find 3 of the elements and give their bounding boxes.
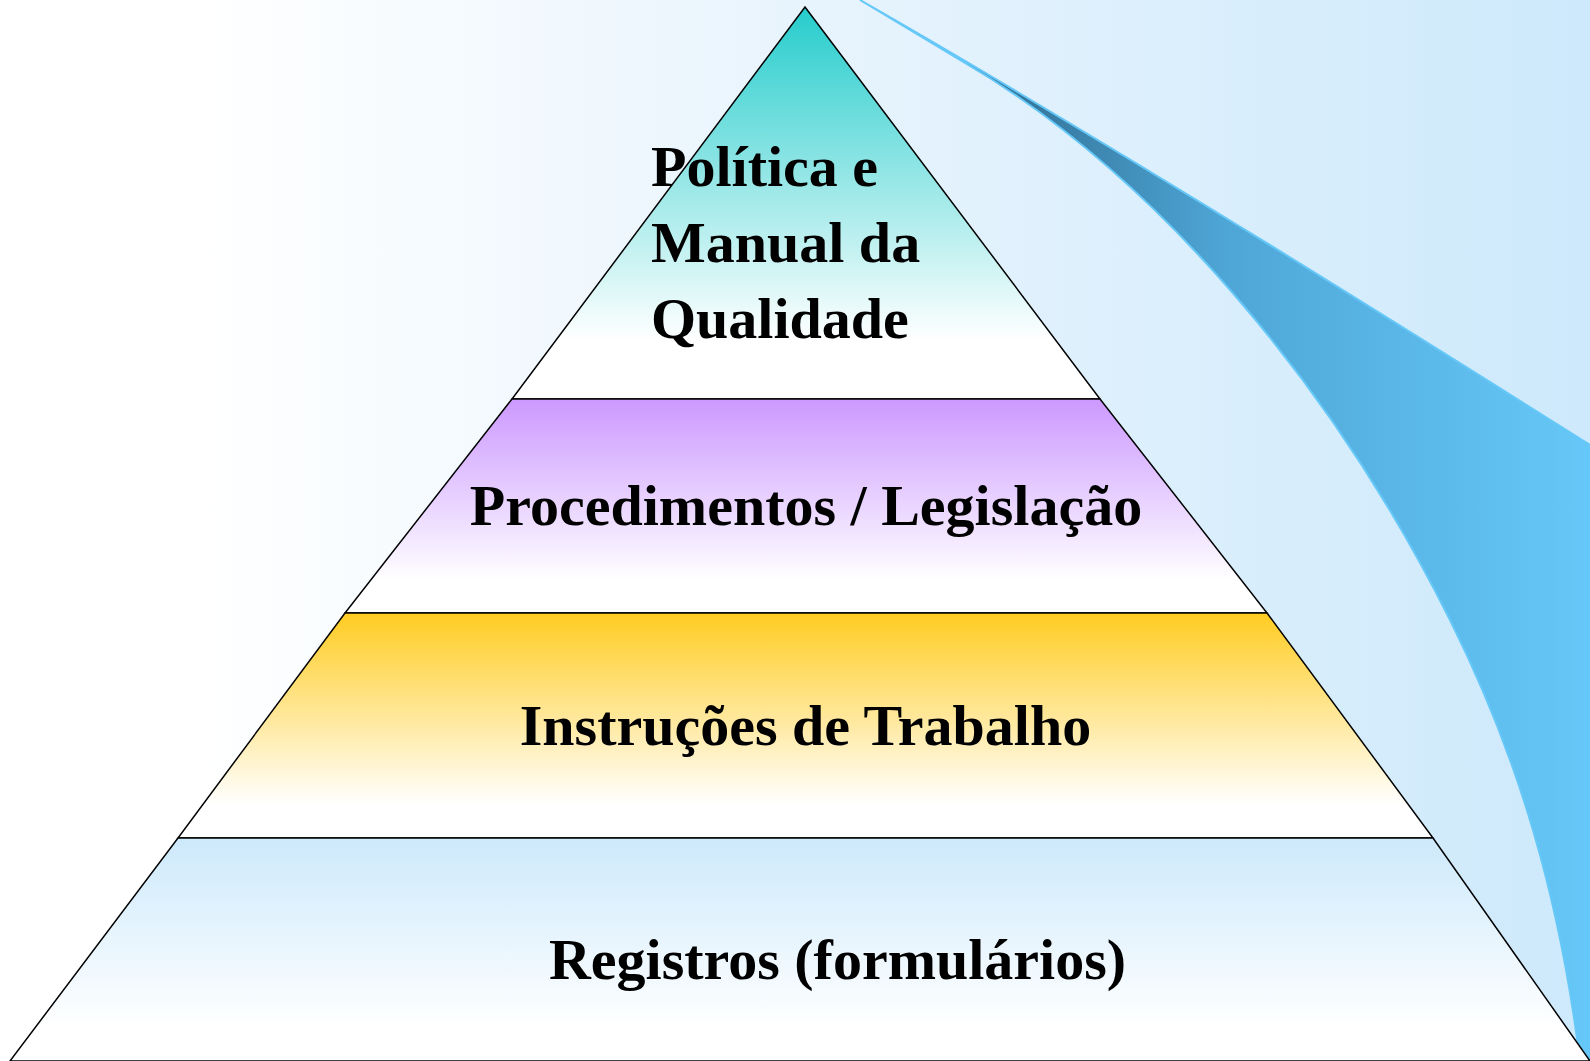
layer-label: Registros (formulários) [548,925,1127,994]
layer-label: Instruções de Trabalho [519,691,1092,760]
layer-label: Procedimentos / Legislação [469,472,1143,540]
